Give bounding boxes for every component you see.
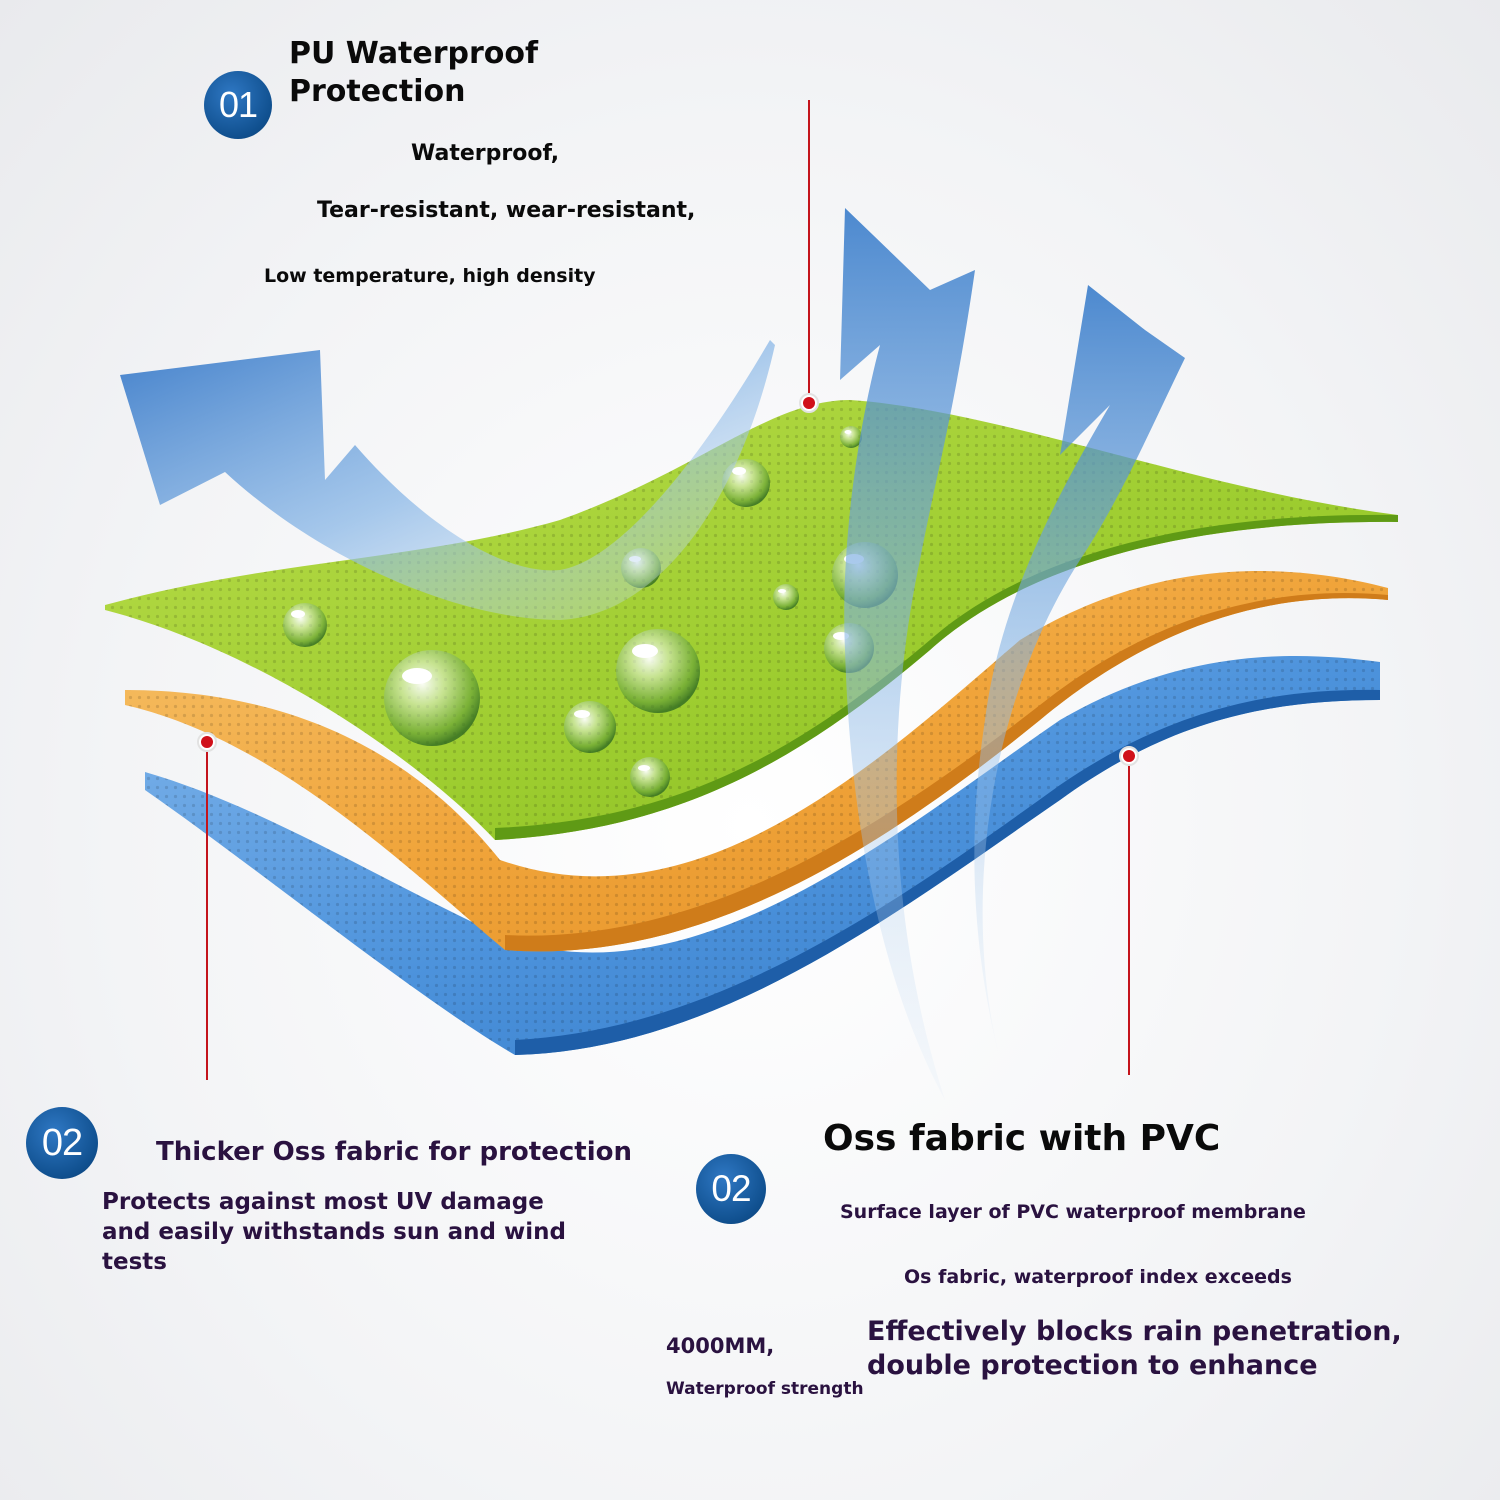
blue-fabric-layer bbox=[145, 656, 1380, 1055]
water-drop-icon bbox=[616, 629, 700, 713]
section-badge-01: 01 bbox=[204, 71, 272, 139]
arrow-up-right-icon bbox=[974, 285, 1185, 1060]
section3-value-caption: Waterproof strength bbox=[666, 1379, 864, 1399]
section3-waterproof-index: Os fabric, waterproof index exceeds bbox=[904, 1266, 1292, 1288]
section1-bullet-low-temperature: Low temperature, high density bbox=[264, 265, 596, 287]
water-drop-icon bbox=[283, 603, 327, 647]
section1-title-line1: PU Waterproof bbox=[289, 36, 539, 71]
section3-highlight-line2: double protection to enhance bbox=[867, 1350, 1318, 1381]
water-drop-icon bbox=[722, 459, 770, 507]
water-drop-icon bbox=[840, 426, 862, 448]
section2-desc-line2: and easily withstands sun and wind bbox=[102, 1219, 566, 1245]
section3-highlight-line1: Effectively blocks rain penetration, bbox=[867, 1316, 1402, 1347]
water-drop-icon bbox=[630, 757, 670, 797]
section1-bullet-waterproof: Waterproof, bbox=[411, 141, 560, 166]
section3-title: Oss fabric with PVC bbox=[823, 1118, 1221, 1159]
pointer-top bbox=[799, 100, 819, 413]
section-badge-02-right: 02 bbox=[696, 1154, 766, 1224]
section-badge-02-left: 02 bbox=[26, 1107, 98, 1179]
pointer-right bbox=[1119, 746, 1139, 1075]
arrow-up-icon bbox=[840, 208, 975, 1100]
orange-fabric-layer bbox=[125, 571, 1388, 952]
section1-bullet-tear-resistant: Tear-resistant, wear-resistant, bbox=[317, 198, 696, 223]
section2-desc-line3: tests bbox=[102, 1249, 167, 1275]
water-drop-icon bbox=[773, 584, 799, 610]
water-droplets bbox=[283, 426, 898, 797]
section3-pvc-membrane: Surface layer of PVC waterproof membrane bbox=[840, 1201, 1306, 1223]
water-drop-icon bbox=[384, 650, 480, 746]
section3-value-4000mm: 4000MM, bbox=[666, 1334, 775, 1358]
section2-title: Thicker Oss fabric for protection bbox=[156, 1137, 632, 1167]
water-drop-icon bbox=[564, 701, 616, 753]
pointer-lines bbox=[197, 100, 1139, 1080]
section2-desc-line1: Protects against most UV damage bbox=[102, 1189, 544, 1215]
pointer-left bbox=[197, 732, 217, 1080]
airflow-arrows bbox=[120, 208, 1185, 1100]
arrow-up-left-icon bbox=[120, 340, 775, 620]
section1-title-line2: Protection bbox=[289, 74, 466, 109]
